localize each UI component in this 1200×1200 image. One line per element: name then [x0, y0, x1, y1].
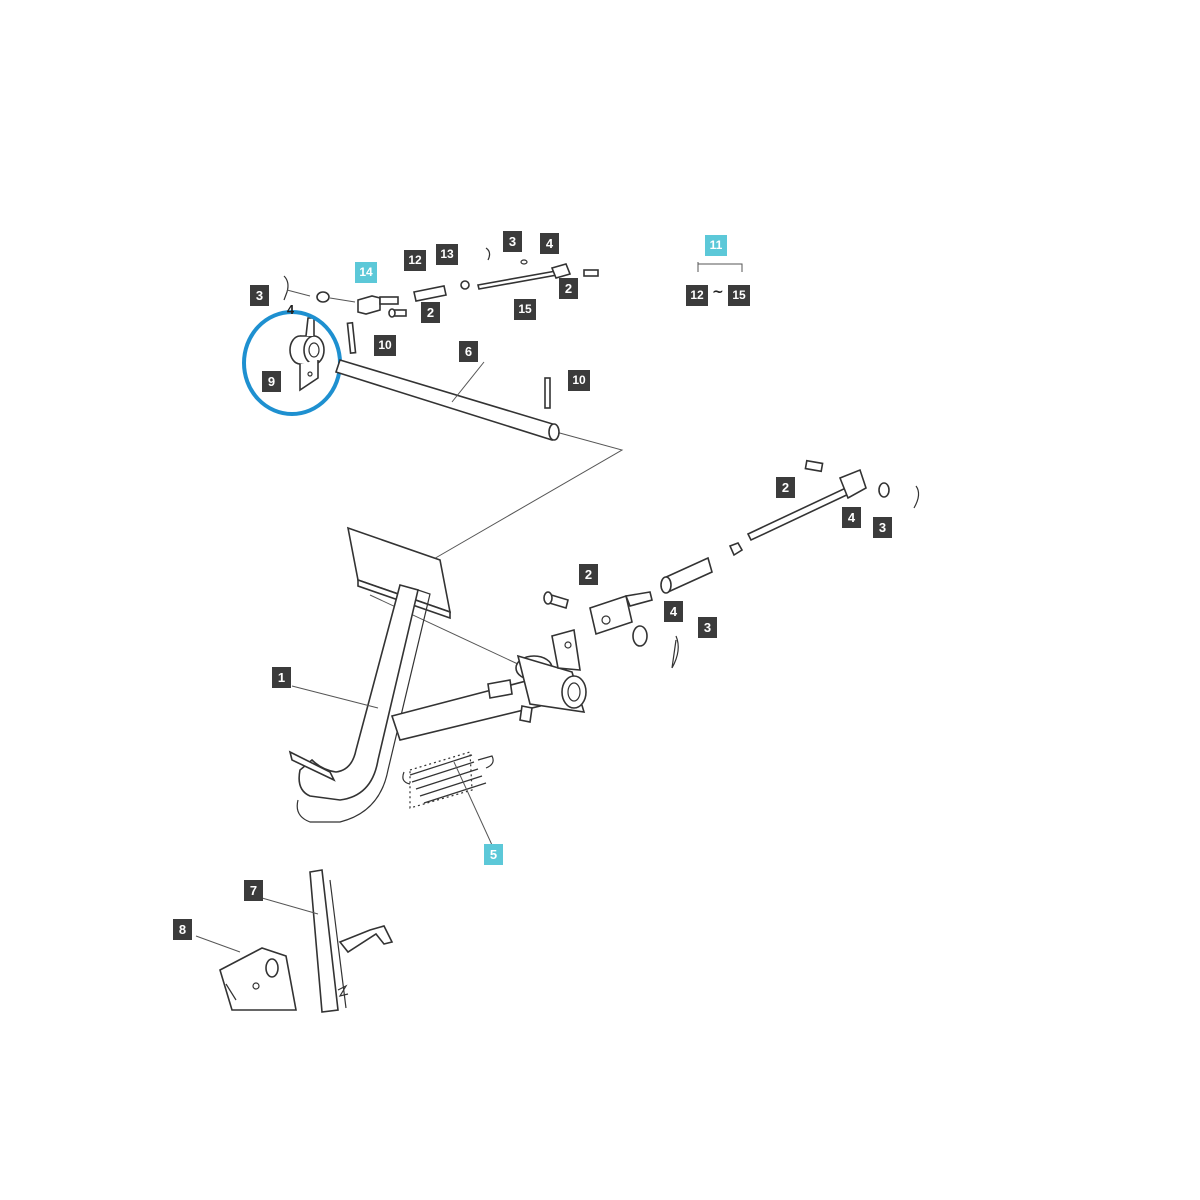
- right-rod-assembly: [660, 459, 920, 594]
- mid-clevis-assembly: [543, 591, 679, 669]
- clevis-pin-part: [388, 308, 407, 318]
- callout-2: 2: [421, 302, 440, 323]
- callout-12: 12: [404, 250, 426, 271]
- cotter-pin-part: [283, 275, 311, 301]
- assembly-guide-line: [431, 431, 624, 561]
- callout-12: 12: [686, 285, 708, 306]
- pivot-bracket-part: [289, 317, 325, 392]
- callout-4: 4: [842, 507, 861, 528]
- cross-shaft-part: [334, 359, 560, 442]
- callout-14: 14: [355, 262, 377, 283]
- brake-bracket-part: [219, 947, 297, 1011]
- return-spring-part: [402, 751, 494, 809]
- callout-4: 4: [540, 233, 559, 254]
- rod-part: [477, 247, 599, 290]
- callout-5: 5: [484, 844, 503, 865]
- roll-pin-part-2: [544, 377, 551, 409]
- leader-line-8: [195, 935, 241, 953]
- callout-13: 13: [436, 244, 458, 265]
- callout-7: 7: [244, 880, 263, 901]
- callout-3: 3: [873, 517, 892, 538]
- yoke-part: [357, 295, 399, 315]
- callout-9: 9: [262, 371, 281, 392]
- callout-8: 8: [173, 919, 192, 940]
- group-bracket: [697, 263, 743, 272]
- callout-6: 6: [459, 341, 478, 362]
- callout-4: 4: [286, 302, 295, 317]
- callout-10: 10: [568, 370, 590, 391]
- callout-15: 15: [728, 285, 750, 306]
- callout-3: 3: [698, 617, 717, 638]
- callout-3: 3: [503, 231, 522, 252]
- pedal-part: [288, 526, 587, 823]
- callout-2: 2: [579, 564, 598, 585]
- leader-line-7: [261, 897, 319, 915]
- brake-lever-part: [309, 869, 394, 1013]
- callout-11: 11: [705, 235, 727, 256]
- nut-part: [460, 280, 470, 290]
- callout-15: 15: [514, 299, 536, 320]
- callout-4: 4: [664, 601, 683, 622]
- callout-3: 3: [250, 285, 269, 306]
- highlight-circle: [242, 310, 342, 416]
- leader-line-5: [453, 761, 493, 846]
- callout-2: 2: [559, 278, 578, 299]
- callout-2: 2: [776, 477, 795, 498]
- washer-part: [316, 291, 330, 303]
- callout-10: 10: [374, 335, 396, 356]
- leader-line-6: [451, 361, 485, 403]
- sleeve-part: [413, 285, 447, 302]
- roll-pin-part: [346, 321, 357, 355]
- callout-1: 1: [272, 667, 291, 688]
- range-tilde: ~: [712, 284, 724, 300]
- leader-line-1: [291, 685, 379, 709]
